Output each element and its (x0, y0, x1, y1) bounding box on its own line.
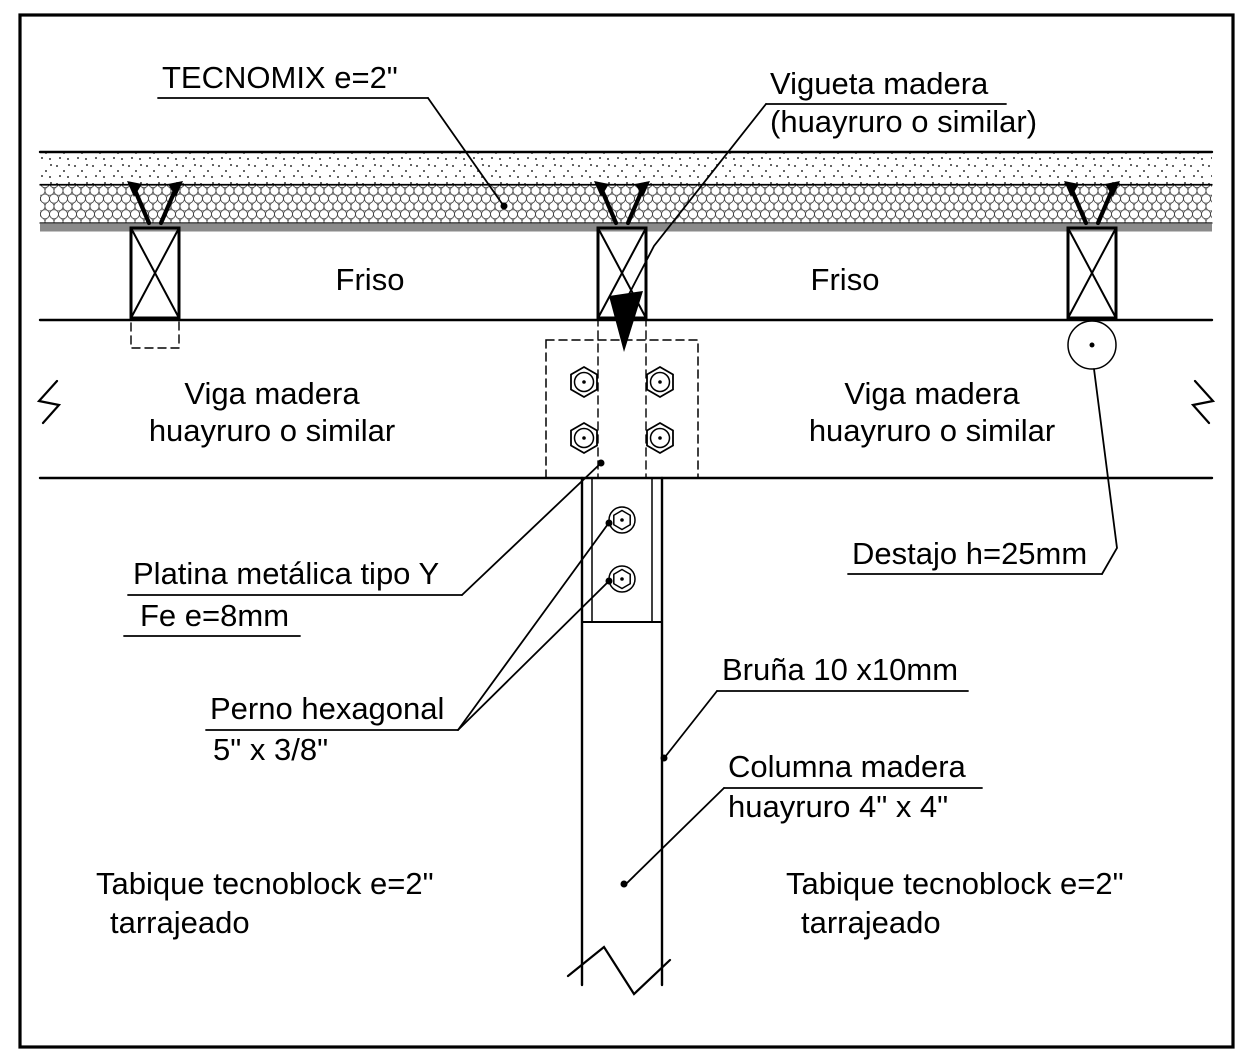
platina-hidden-outline (545, 339, 699, 479)
destajo-detail (1067, 320, 1117, 370)
break-mark-column (566, 945, 672, 996)
label-destajo: Destajo h=25mm (852, 536, 1087, 571)
leader-line (461, 463, 601, 596)
destajo-center-dot (1089, 342, 1095, 348)
leader-line-1 (457, 523, 609, 731)
label-viga-right-line1: Viga madera (844, 376, 1020, 411)
leader-line (664, 690, 718, 758)
destajo-circle (1067, 320, 1117, 370)
label-tabique-left-line2: tarrajeado (110, 905, 250, 940)
column (580, 476, 664, 987)
tecnomix-layer (40, 185, 1212, 223)
leader-platina (123, 459, 605, 637)
label-platina-line2: Fe e=8mm (140, 598, 289, 633)
leader-columna (620, 787, 983, 888)
label-viga-left-line1: Viga madera (184, 376, 360, 411)
label-bruna: Bruña 10 x10mm (722, 652, 958, 687)
label-tecnomix: TECNOMIX e=2" (162, 60, 398, 95)
leader-line-2 (457, 581, 609, 731)
leader-line (1093, 368, 1118, 575)
leader-dot (605, 519, 613, 527)
label-vigueta-line2: (huayruro o similar) (770, 104, 1037, 139)
leader-dot (620, 880, 628, 888)
bolt-icon (646, 366, 674, 398)
leader-vigueta (609, 103, 1007, 352)
bolt-icon (608, 506, 636, 534)
label-platina-line1: Platina metálica tipo Y (133, 556, 439, 591)
drawing-border (18, 13, 1235, 1049)
leader-line (626, 787, 725, 884)
label-perno-line2: 5" x 3/8" (213, 732, 328, 767)
label-tabique-right-line1: Tabique tecnoblock e=2" (786, 866, 1124, 901)
leader-perno (205, 519, 613, 731)
leader-line (427, 97, 504, 206)
leader-dot (597, 459, 605, 467)
leader-dot (500, 202, 508, 210)
label-tabique-right-line2: tarrajeado (801, 905, 941, 940)
bolt-icon (608, 565, 636, 593)
leader-dot (605, 577, 613, 585)
joist-left-hidden-box (130, 317, 180, 349)
topping-layer (40, 153, 1212, 184)
leader-dot (660, 754, 668, 762)
label-viga-right-line2: huayruro o similar (809, 413, 1055, 448)
leader-bruna (660, 690, 969, 762)
break-mark-right (1190, 379, 1216, 425)
bolt-icon (570, 366, 598, 398)
label-vigueta-line1: Vigueta madera (770, 66, 989, 101)
label-friso-left: Friso (336, 262, 405, 297)
label-columna-line1: Columna madera (728, 749, 967, 784)
bolt-icon (646, 422, 674, 454)
break-mark-left (36, 379, 62, 425)
label-columna-line2: huayruro 4" x 4" (728, 789, 948, 824)
leader-arrowhead (609, 291, 643, 352)
leader-tecnomix (157, 97, 508, 210)
label-perno-line1: Perno hexagonal (210, 691, 444, 726)
bolt-icon (570, 422, 598, 454)
label-tabique-left-line1: Tabique tecnoblock e=2" (96, 866, 434, 901)
label-friso-right: Friso (811, 262, 880, 297)
leader-line (627, 103, 767, 297)
leader-destajo (847, 368, 1118, 575)
label-viga-left-line2: huayruro o similar (149, 413, 395, 448)
